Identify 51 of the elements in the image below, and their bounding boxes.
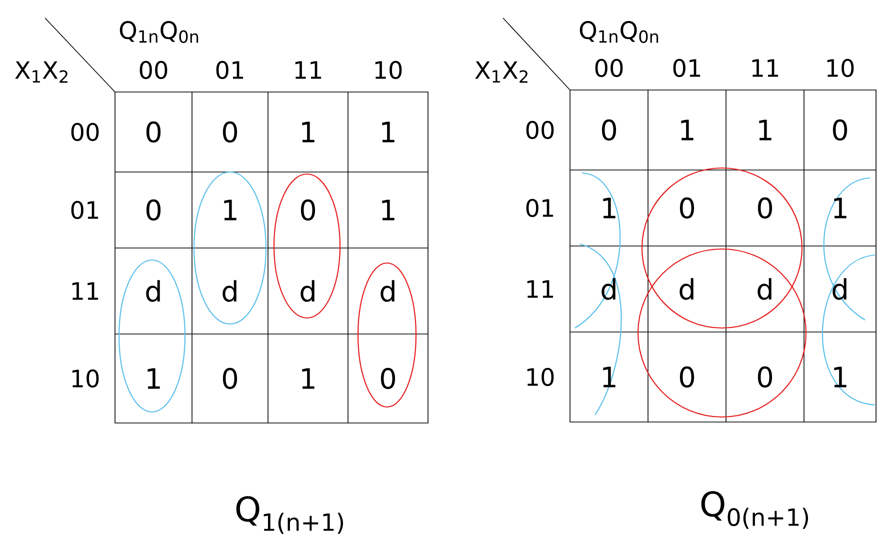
column-header: 11	[295, 61, 322, 79]
cell-value: 0	[680, 197, 694, 219]
cell-value: 1	[603, 198, 616, 218]
row-header: 00	[71, 122, 99, 142]
cell-value: d	[758, 278, 772, 300]
cell-value: 0	[680, 366, 694, 388]
cell-value: 1	[148, 368, 160, 389]
column-header: 01	[673, 58, 700, 78]
column-header: 00	[595, 58, 623, 78]
cell-value: 1	[681, 120, 694, 140]
cell-value: 0	[146, 121, 161, 143]
cell-value: 0	[222, 368, 238, 390]
cell-value: 0	[300, 199, 316, 221]
cell-value: 0	[832, 119, 848, 141]
row-header: 01	[526, 198, 554, 218]
row-header: 10	[527, 368, 554, 386]
cell-value: d	[146, 280, 160, 302]
row-header: 10	[72, 369, 99, 388]
cell-value: 1	[834, 366, 846, 388]
column-header: 10	[827, 58, 854, 78]
row-header: 01	[71, 200, 98, 220]
cell-value: 0	[602, 119, 616, 141]
cell-value: 1	[834, 198, 846, 218]
axis-label: X$_{1}$X$_{2}$	[15, 61, 68, 83]
cell-value: d	[380, 280, 394, 302]
cell-value: 0	[758, 366, 772, 388]
cell-value: d	[680, 278, 694, 300]
cell-value: 1	[302, 368, 314, 389]
map-caption: Q$_{0(n+1)}$	[701, 491, 808, 529]
row-header: 11	[527, 280, 554, 298]
cell-value: 1	[302, 122, 314, 142]
axis-label: Q$_{1n}$Q$_{0n}$	[120, 21, 198, 43]
column-header: 10	[375, 60, 402, 80]
cell-value: 0	[146, 199, 161, 221]
column-header: 00	[140, 60, 168, 80]
cell-value: 1	[382, 200, 394, 220]
row-header: 11	[72, 282, 98, 300]
cell-value: d	[300, 280, 314, 302]
axis-label: X$_{1}$X$_{2}$	[475, 61, 528, 83]
cell-value: 1	[224, 200, 236, 220]
map-caption: Q$_{1(n+1)}$	[236, 496, 344, 534]
axis-label: Q$_{1n}$Q$_{0n}$	[580, 21, 658, 43]
row-header: 00	[526, 120, 554, 140]
cell-value: 0	[222, 121, 238, 143]
cell-value: 0	[380, 368, 396, 390]
cell-value: d	[222, 280, 236, 302]
column-header: 01	[216, 60, 244, 80]
cell-value: 1	[382, 122, 394, 142]
cell-value: 1	[759, 120, 772, 140]
cell-value: 0	[758, 197, 772, 219]
column-header: 11	[752, 59, 778, 77]
